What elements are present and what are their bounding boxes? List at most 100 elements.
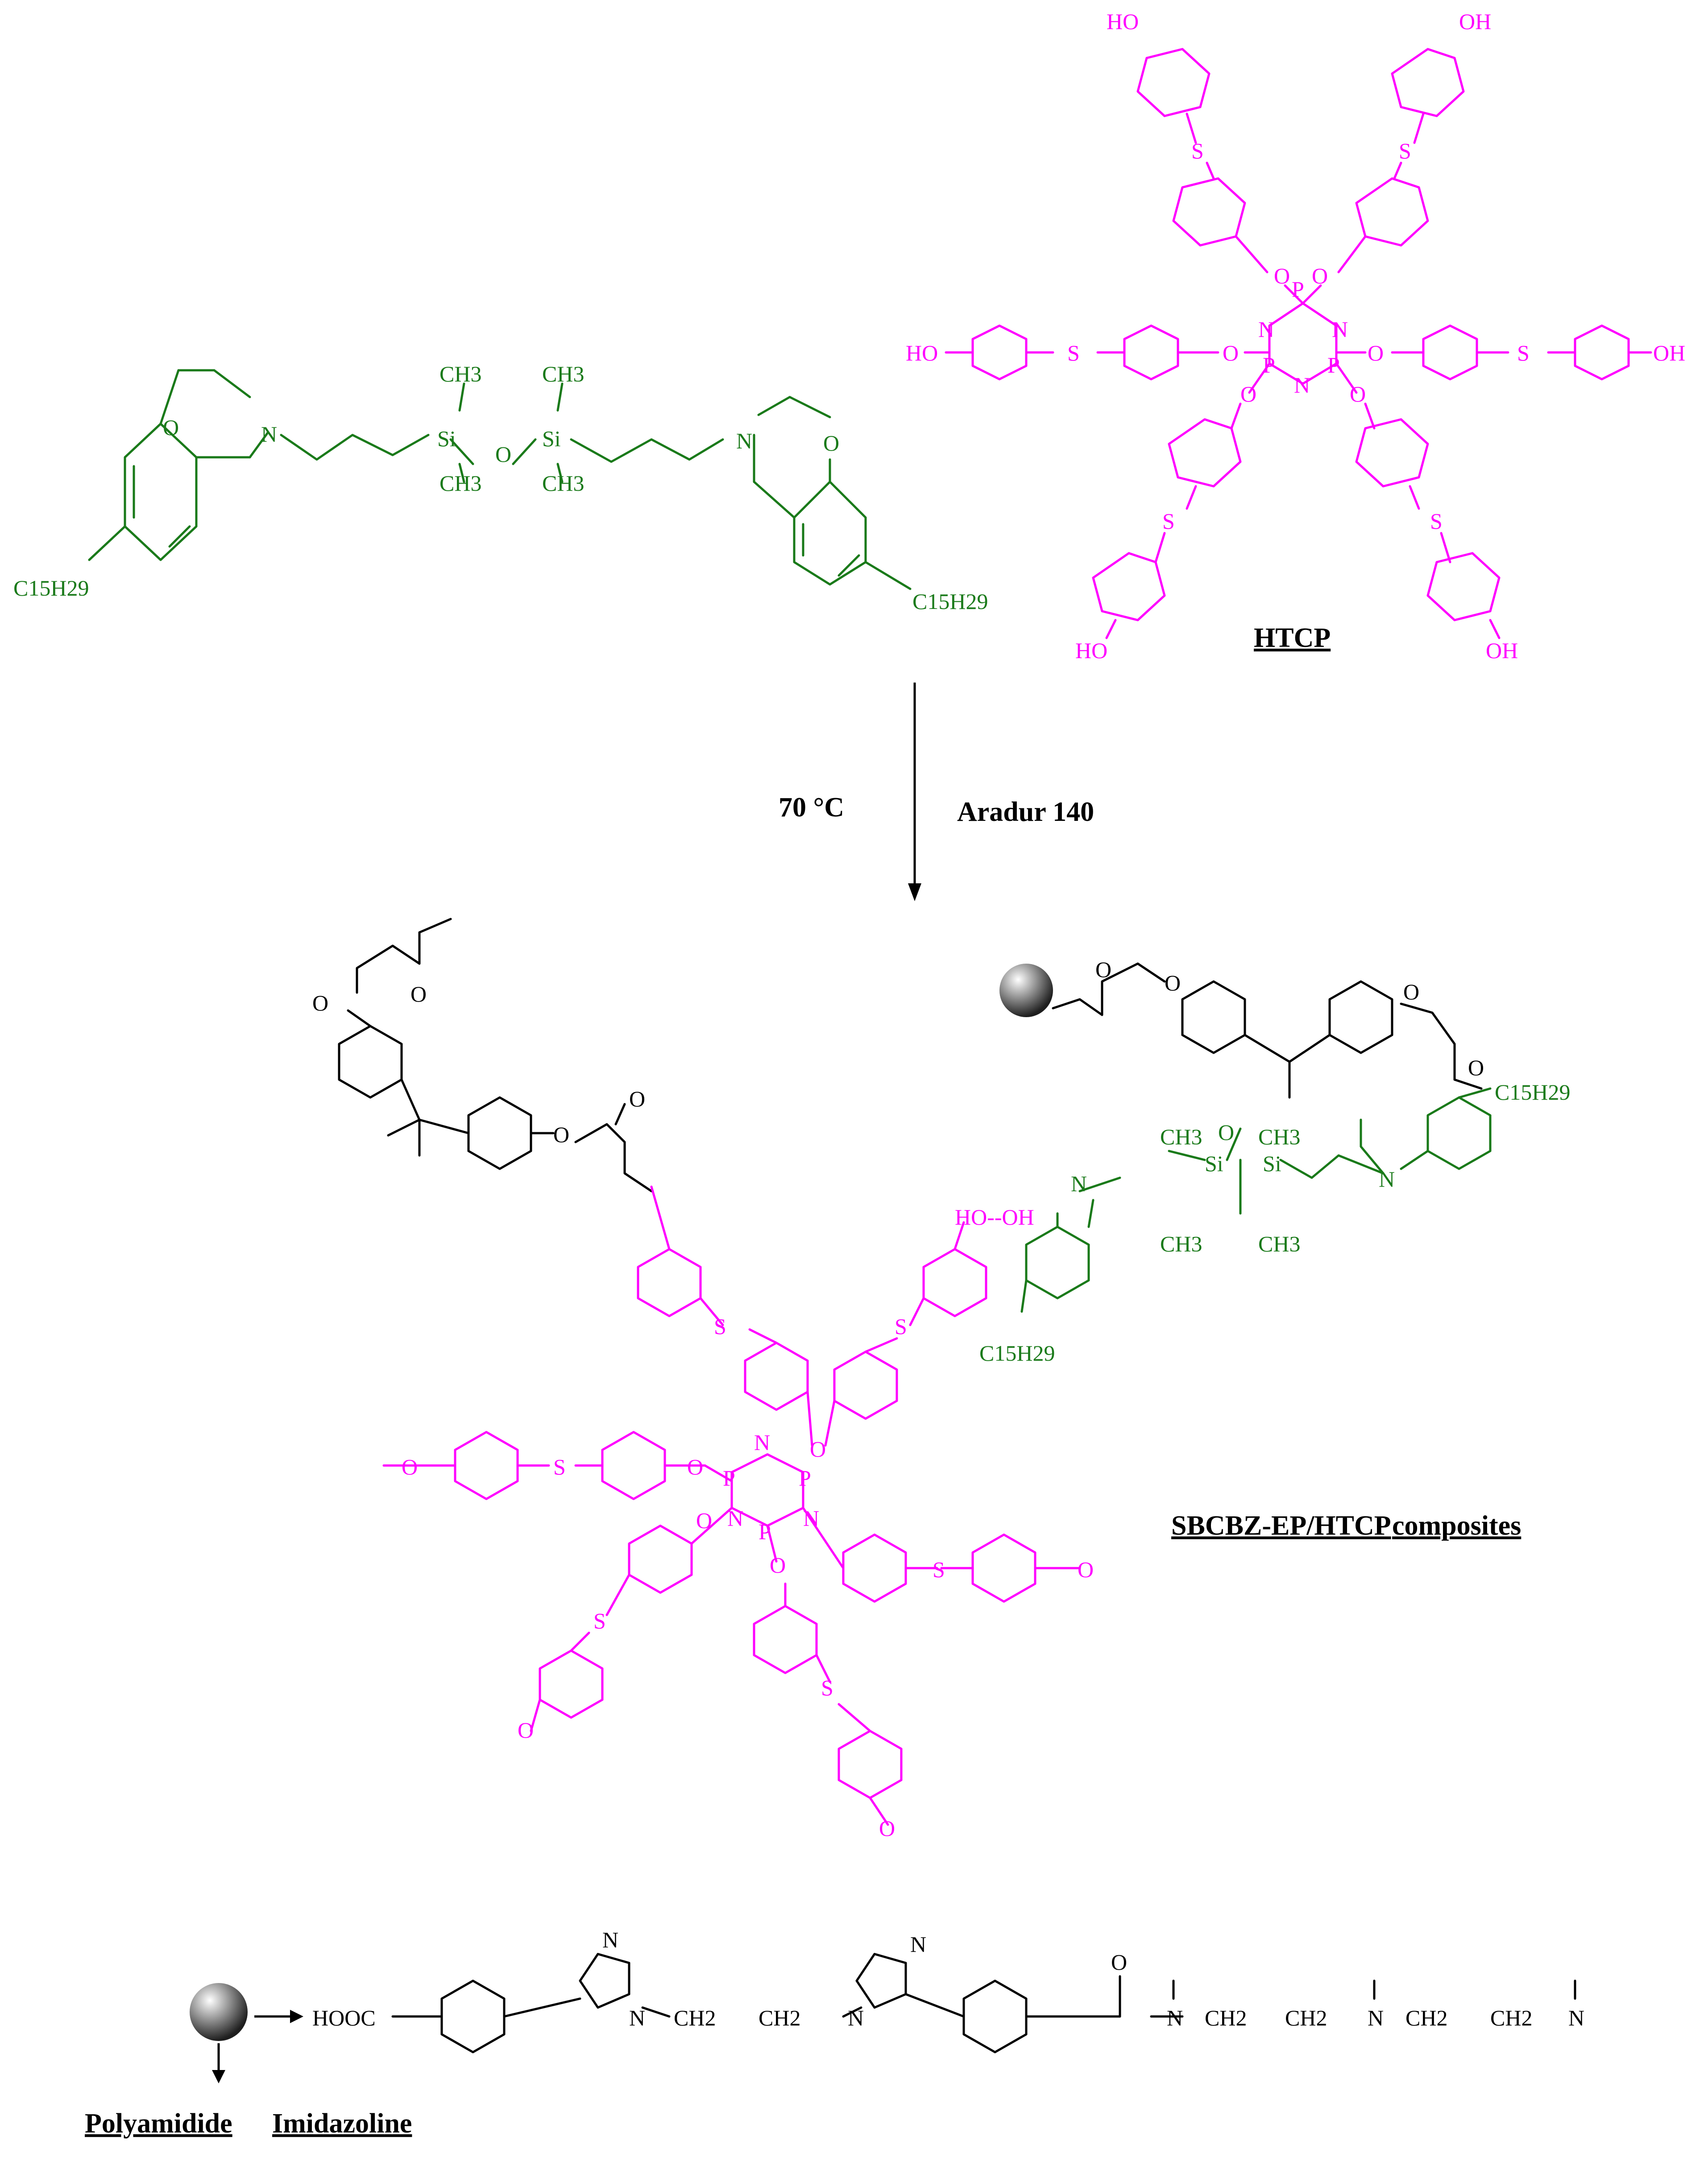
product-ether-oxygen: O: [879, 1816, 895, 1841]
legend-imidazoline-nitrogen: N: [629, 2005, 645, 2030]
product-silicon: Si: [1205, 1151, 1223, 1176]
product-htcp-ring: [753, 1605, 818, 1674]
epoxy-hydroxyl-oxygen: O: [410, 981, 427, 1006]
epoxy-ether-oxygen: O: [1165, 970, 1181, 995]
htcp-ring: [1123, 324, 1179, 381]
htcp-ether-oxygen: O: [1350, 381, 1366, 406]
product-benzene-ring: [1025, 1225, 1090, 1300]
epoxy-ring: [1181, 980, 1246, 1054]
product-alkyl-chain: C15H29: [1495, 1080, 1570, 1105]
left-oxazine-oxygen: O: [163, 415, 179, 440]
legend-carbonyl-oxygen: O: [1111, 1950, 1127, 1975]
phosphazene-phosphorus: P: [1263, 352, 1275, 377]
htcp-sulfur: S: [1191, 138, 1204, 163]
phosphazene-nitrogen: N: [1332, 317, 1348, 342]
phosphazene-nitrogen: N: [1294, 373, 1310, 397]
left-silicon-methyl-bottom: CH3: [439, 471, 481, 496]
product-sulfur: S: [821, 1675, 833, 1700]
product-htcp-ring: [601, 1431, 666, 1500]
htcp-ring: [1092, 552, 1166, 621]
htcp-sulfur: S: [1067, 340, 1080, 365]
legend-imidazoline-nitrogen: N: [910, 1932, 926, 1957]
product-sulfur: S: [593, 1608, 606, 1633]
product-silicon-methyl: CH3: [1160, 1124, 1202, 1149]
product-benzene-ring: [1426, 1096, 1492, 1170]
htcp-ring: [1168, 418, 1242, 488]
legend-chain-nitrogen: N: [1368, 2005, 1384, 2030]
product-htcp-ring: [833, 1350, 898, 1420]
reaction-arrow: [908, 683, 921, 901]
product-silicon-methyl: CH3: [1258, 1124, 1300, 1149]
product-htcp-ring: [454, 1431, 519, 1500]
product-htcp-ring: [971, 1533, 1036, 1603]
htcp-ether-oxygen: O: [1240, 381, 1256, 406]
epoxy-ring: [467, 1096, 532, 1170]
left-silicon-methyl-top: CH3: [439, 361, 481, 386]
hydrogen-bond-label: HO--OH: [955, 1205, 1034, 1230]
htcp-ether-oxygen: O: [1274, 263, 1290, 288]
htcp-sulfur: S: [1430, 509, 1443, 534]
htcp-ring: [1172, 177, 1246, 247]
product-silicon-methyl: CH3: [1258, 1231, 1300, 1256]
product-epoxy-network: [338, 918, 1483, 1192]
product-ether-oxygen: O: [770, 1553, 786, 1577]
product-phosphazene-nitrogen: N: [803, 1506, 819, 1531]
htcp-ring: [1355, 177, 1429, 247]
sbcbz-reactant: O N Si CH3 CH3 O Si CH3 CH3 N O C15H29 C…: [13, 361, 988, 614]
legend-ethylene-ch2: CH2: [759, 2005, 800, 2030]
product-ether-oxygen: O: [518, 1718, 534, 1743]
legend-chain-ch2: CH2: [1205, 2005, 1247, 2030]
htcp-ring: [1574, 324, 1630, 381]
product-amine-nitrogen: N: [1071, 1171, 1087, 1196]
product-label-formula: SBCBZ-EP/HTCP: [1171, 1511, 1391, 1541]
product-htcp-core: [382, 1185, 1081, 1826]
product-silicon-methyl: CH3: [1160, 1231, 1202, 1256]
htcp-sulfur: S: [1517, 340, 1530, 365]
htcp-sulfur: S: [1399, 138, 1411, 163]
legend-benzene-ring: [962, 1979, 1028, 2053]
phosphazene-phosphorus: P: [1327, 352, 1340, 377]
htcp-hydroxyl: HO: [1107, 9, 1139, 34]
epoxy-hydroxyl-oxygen: O: [629, 1086, 645, 1111]
product-ether-oxygen: O: [402, 1454, 418, 1479]
epoxy-ether-oxygen: O: [1403, 979, 1419, 1004]
epoxy-ring: [338, 1025, 403, 1099]
htcp-ring: [1136, 48, 1211, 117]
htcp-ether-oxygen: O: [1368, 340, 1384, 365]
legend-imidazoline-ring: [855, 1953, 907, 2009]
product-amine-nitrogen: N: [1379, 1167, 1395, 1192]
legend-amide-nitrogen: N: [1167, 2005, 1183, 2030]
htcp-ether-oxygen: O: [1223, 340, 1239, 365]
epoxy-ether-oxygen: O: [553, 1122, 569, 1147]
siloxane-oxygen: O: [495, 442, 511, 467]
product-ether-oxygen: O: [687, 1454, 703, 1479]
legend-chain-ch2: CH2: [1490, 2005, 1532, 2030]
htcp-sulfur: S: [1162, 509, 1175, 534]
epoxy-hydroxyl-oxygen: O: [1468, 1055, 1484, 1080]
left-silicon: Si: [437, 426, 456, 451]
product-phosphazene-nitrogen: N: [754, 1430, 770, 1455]
product-siloxane-oxygen: O: [1218, 1120, 1234, 1145]
right-alkyl-chain: C15H29: [912, 589, 988, 614]
product-phosphazene-phosphorus: P: [799, 1466, 811, 1490]
right-silicon: Si: [542, 426, 561, 451]
right-oxazine-nitrogen: N: [736, 428, 752, 453]
product-sulfur: S: [895, 1314, 907, 1339]
product-htcp-ring: [744, 1341, 809, 1411]
phosphazene-phosphorus: P: [1292, 277, 1304, 302]
legend-label-polyamidide: Polyamidide: [85, 2108, 232, 2139]
phosphazene-nitrogen: N: [1258, 317, 1274, 342]
product-htcp-ring: [837, 1730, 903, 1799]
product-sulfur: S: [714, 1314, 726, 1339]
htcp-hydroxyl: HO: [1075, 638, 1107, 663]
product-label-word: composites: [1392, 1511, 1521, 1541]
htcp-ring: [1391, 48, 1465, 117]
left-alkyl-chain: C15H29: [13, 575, 89, 600]
htcp-label: HTCP: [1254, 623, 1331, 653]
epoxy-ether-oxygen: O: [312, 990, 328, 1015]
htcp-ether-oxygen: O: [1312, 263, 1328, 288]
right-benzene-ring: [793, 480, 867, 586]
reaction-temperature: 70 °C: [779, 792, 844, 823]
product-htcp-ring: [539, 1649, 604, 1719]
